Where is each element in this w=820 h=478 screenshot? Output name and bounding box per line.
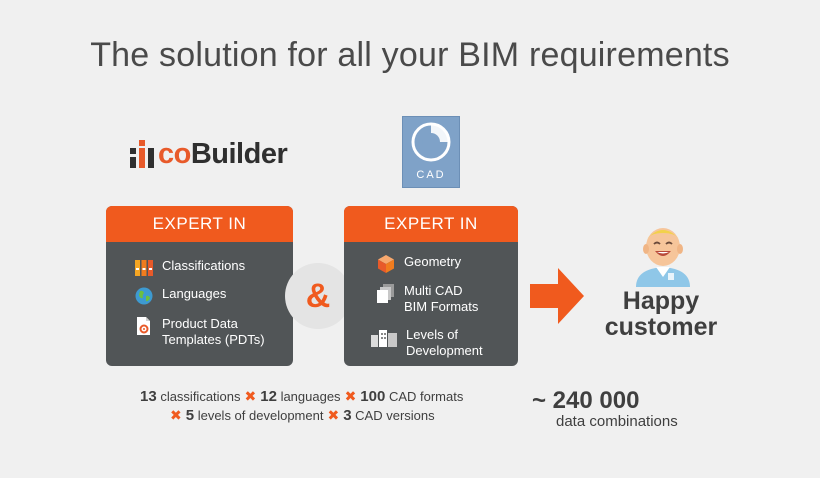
cad-logo-label: CAD (416, 169, 446, 181)
panel-header: EXPERT IN (344, 206, 518, 242)
cobuilder-logo: coBuilder (130, 134, 288, 174)
item-label: Classifications (162, 258, 246, 273)
combinations-count: ~ 240 000 (532, 387, 640, 414)
list-item-classifications: Classifications (134, 258, 245, 278)
stats-line-2: ✖5 levels of development✖3 CAD versions (170, 407, 435, 424)
ampersand-symbol: & (305, 277, 331, 315)
cobuilder-wordmark: coBuilder (158, 137, 288, 170)
folders-icon (135, 260, 153, 276)
combinations-label: data combinations (556, 413, 678, 430)
cross-icon: ✖ (170, 407, 182, 423)
panel-header: EXPERT IN (106, 206, 293, 242)
cross-icon: ✖ (327, 407, 340, 423)
page-title: The solution for all your BIM requiremen… (90, 36, 730, 74)
arrow-right-icon (530, 268, 584, 324)
stacked-files-icon (377, 284, 394, 303)
cross-icon: ✖ (344, 388, 357, 404)
item-label: Geometry (404, 254, 462, 269)
happy-customer-icon (636, 228, 690, 287)
item-label: Languages (162, 286, 227, 301)
cobuilder-mark-icon (130, 140, 154, 168)
cobuilder-expertise-panel: EXPERT IN (106, 206, 293, 366)
list-item-languages: Languages (134, 286, 226, 306)
cross-icon: ✖ (244, 388, 257, 404)
happy-customer-text: Happy customer (604, 287, 718, 341)
globe-icon (135, 287, 153, 305)
cad-circle-icon (411, 122, 451, 162)
list-item-geometry: Geometry (376, 254, 461, 274)
ampersand-circle: & (285, 263, 351, 329)
stats-line-1: 13 classifications✖12 languages✖100 CAD … (140, 388, 464, 405)
document-gear-icon (137, 317, 150, 335)
cad-logo: CAD (402, 116, 460, 188)
buildings-icon (371, 330, 397, 347)
cube-icon (378, 255, 394, 273)
